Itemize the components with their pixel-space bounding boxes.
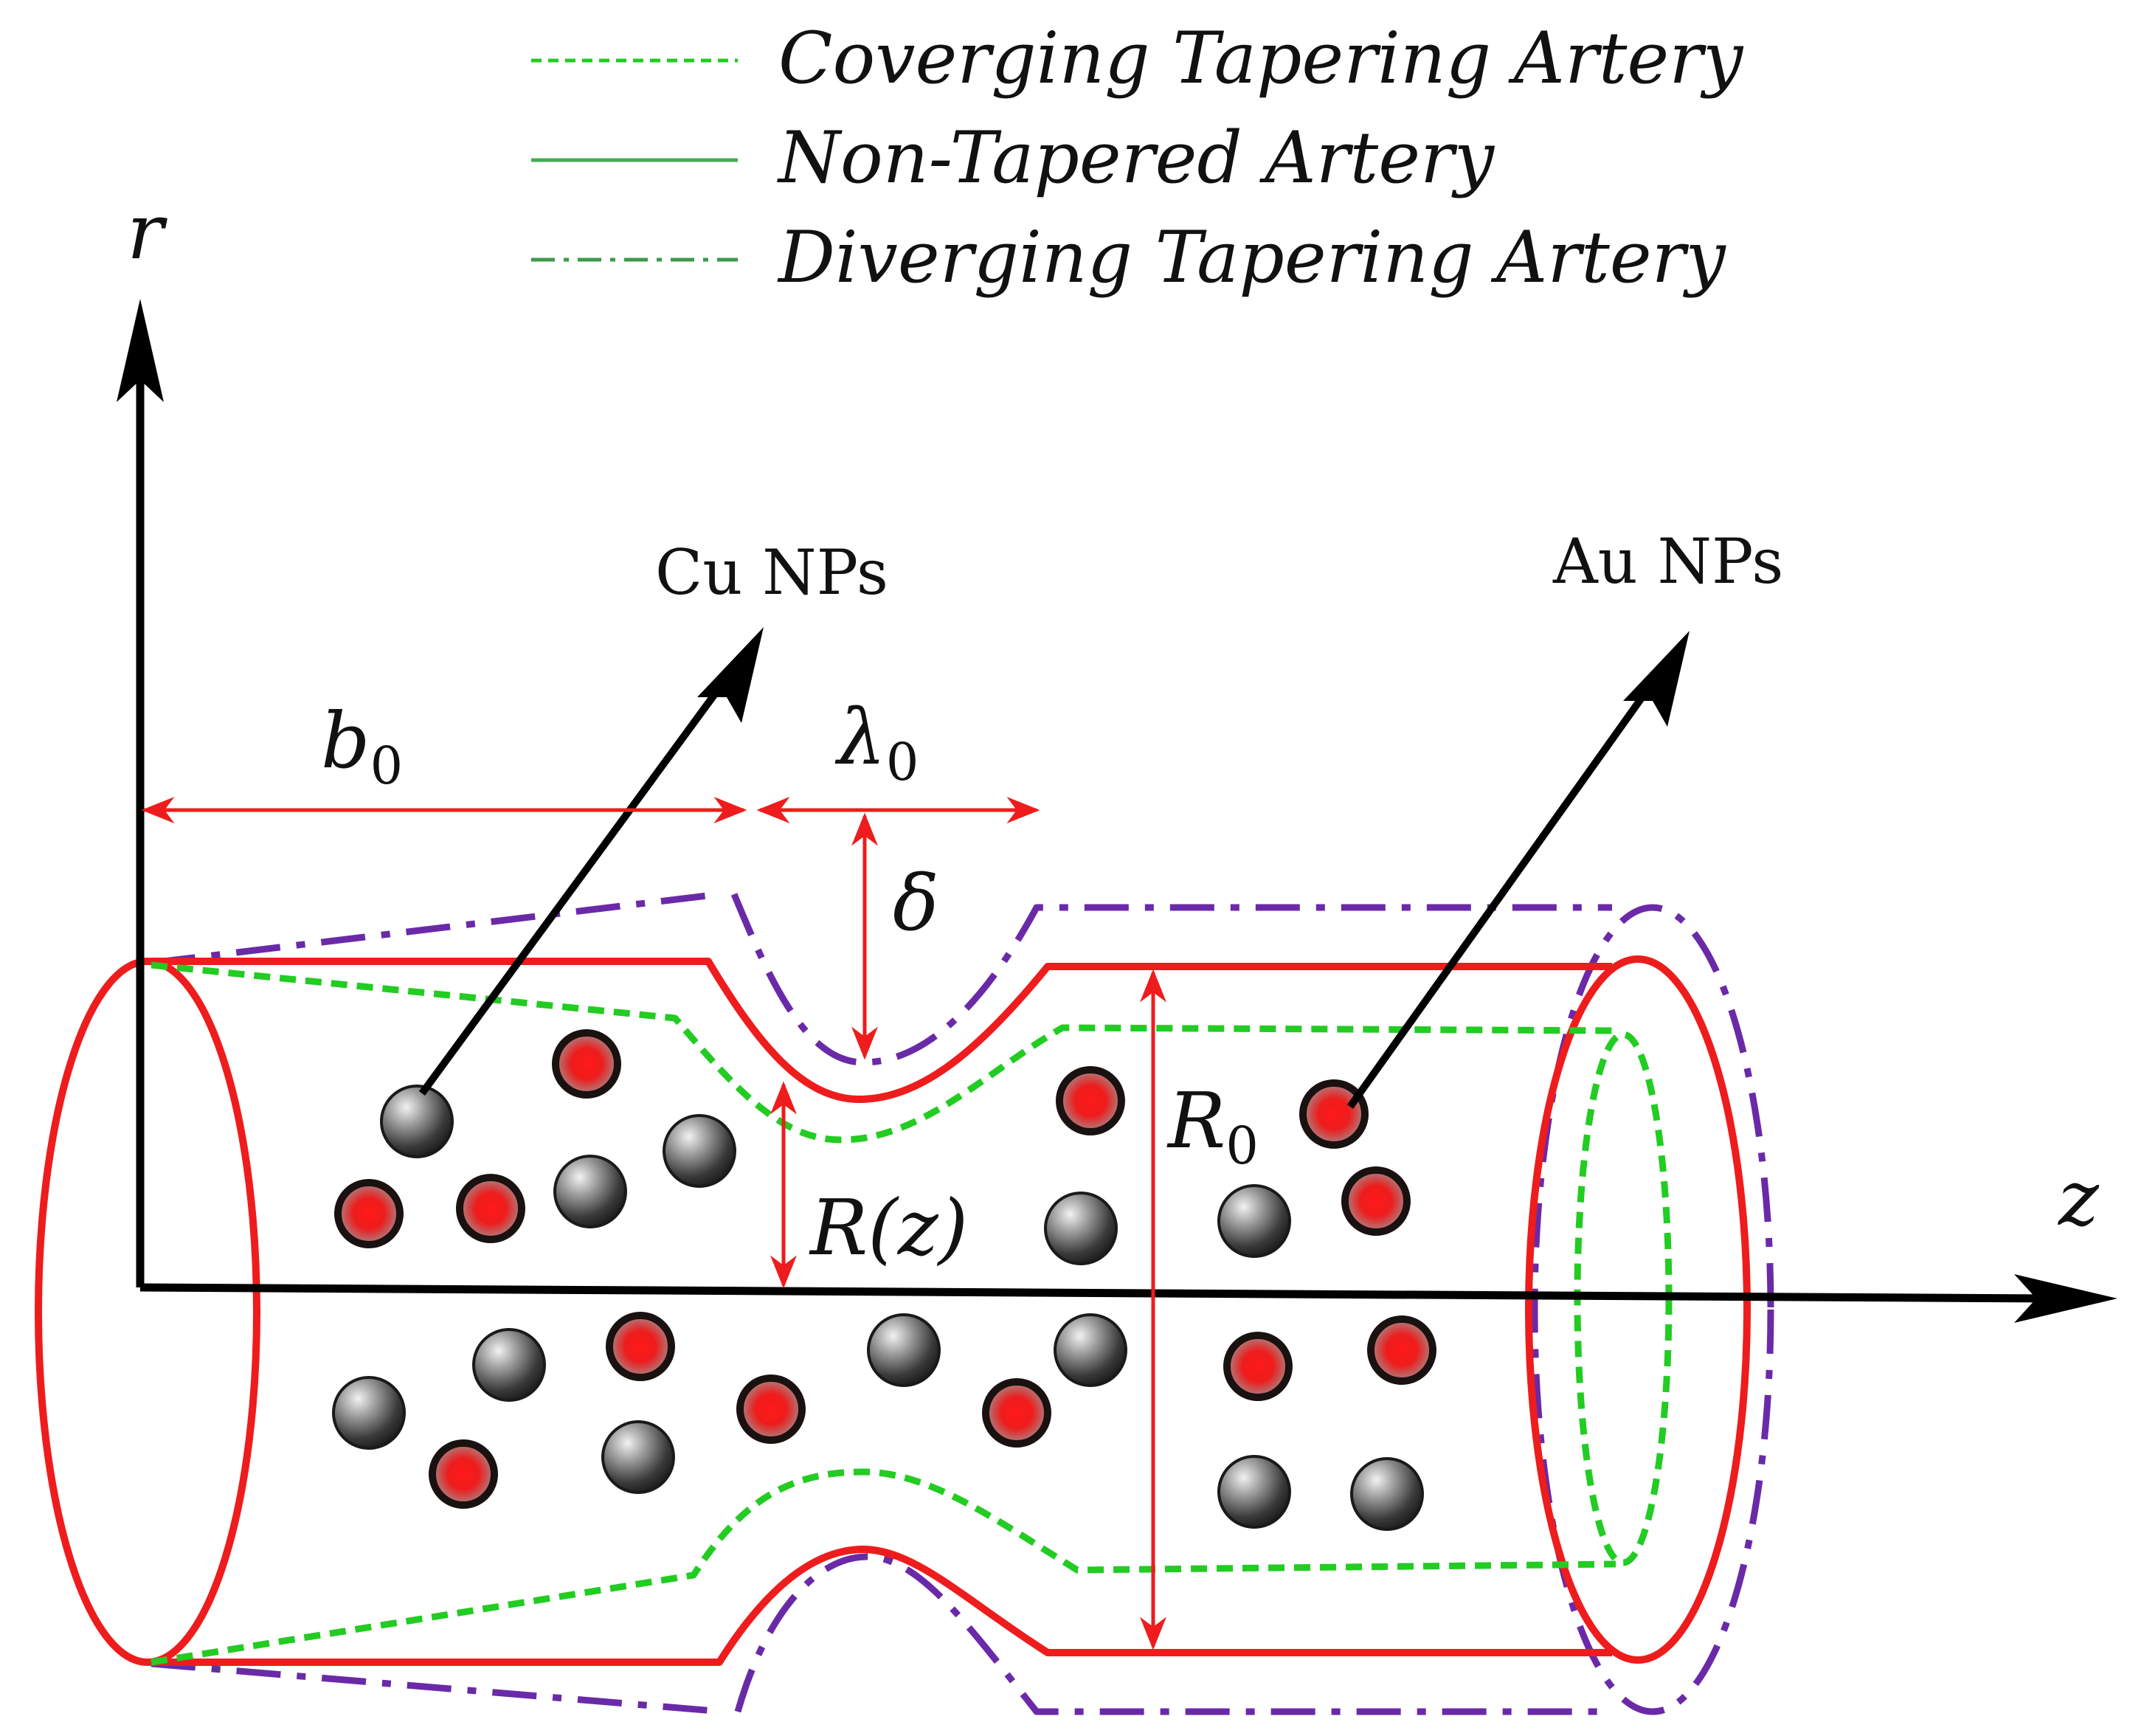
cu-particle [1054, 1313, 1127, 1387]
diagram-labels: Cu NPs Au NPs b0 λ0 δ R(z) R0 [321, 525, 1783, 1273]
legend-label-converging: Coverging Tapering Artery [778, 17, 1744, 100]
au-particle [1341, 1166, 1411, 1236]
z-axis-arrowhead [2014, 1274, 2117, 1323]
r0-label: R0 [1166, 1076, 1259, 1176]
r-axis-arrowhead [117, 299, 164, 402]
inlet-ellipse [35, 958, 260, 1666]
au-pointer-arrowhead [1623, 631, 1690, 727]
legend-item-non-tapered: Non-Tapered Artery [531, 117, 1495, 199]
cu-particle [663, 1114, 736, 1188]
au-particle [606, 1312, 675, 1381]
non-tapered-artery-outline [35, 955, 1751, 1666]
lambda0-label: λ0 [834, 692, 919, 792]
au-particle [1299, 1079, 1369, 1149]
au-particle [1223, 1332, 1293, 1401]
z-axis-label: z [2057, 1153, 2100, 1243]
cu-particle [1350, 1457, 1424, 1531]
cu-particle [1217, 1184, 1291, 1258]
diverging-artery-outline [151, 891, 1774, 1715]
legend-label-non-tapered: Non-Tapered Artery [777, 117, 1495, 199]
coordinate-axes: r z [117, 187, 2117, 1323]
dimension-arrows [141, 797, 1166, 1650]
legend-label-diverging: Diverging Tapering Artery [777, 216, 1727, 299]
cu-particle [472, 1328, 546, 1402]
cu-pointer-arrowhead [697, 627, 764, 723]
pointer-arrows [418, 627, 1690, 1109]
r-axis-label: r [127, 187, 167, 277]
cu-particle [332, 1376, 406, 1450]
au-particle [1056, 1066, 1125, 1135]
cu-particle [380, 1085, 454, 1158]
au-particle [334, 1179, 404, 1248]
au-particle [982, 1378, 1051, 1448]
au-particle [736, 1374, 806, 1444]
gray-nanoparticles [332, 1085, 1424, 1531]
cu-pointer-line [418, 671, 734, 1096]
au-nps-label: Au NPs [1552, 525, 1783, 598]
cu-particle [1044, 1192, 1118, 1265]
legend: Coverging Tapering Artery Non-Tapered Ar… [531, 17, 1744, 299]
b0-label: b0 [321, 696, 403, 796]
cu-particle [601, 1420, 675, 1494]
cu-nps-label: Cu NPs [655, 536, 888, 609]
au-particle [456, 1174, 525, 1243]
z-axis [139, 1283, 2052, 1303]
au-particle [1367, 1315, 1436, 1385]
au-pointer-line [1346, 675, 1660, 1109]
cu-particle [1217, 1455, 1291, 1529]
au-particle [429, 1439, 498, 1509]
cu-particle [553, 1155, 627, 1228]
legend-item-diverging: Diverging Tapering Artery [531, 216, 1727, 299]
outlet-ellipse [1525, 955, 1751, 1664]
cu-particle [867, 1313, 941, 1387]
au-particle [552, 1029, 621, 1099]
red-nanoparticles [334, 1029, 1436, 1509]
rz-label: R(z) [809, 1183, 968, 1273]
delta-label: δ [893, 858, 939, 948]
legend-item-converging: Coverging Tapering Artery [531, 17, 1744, 100]
